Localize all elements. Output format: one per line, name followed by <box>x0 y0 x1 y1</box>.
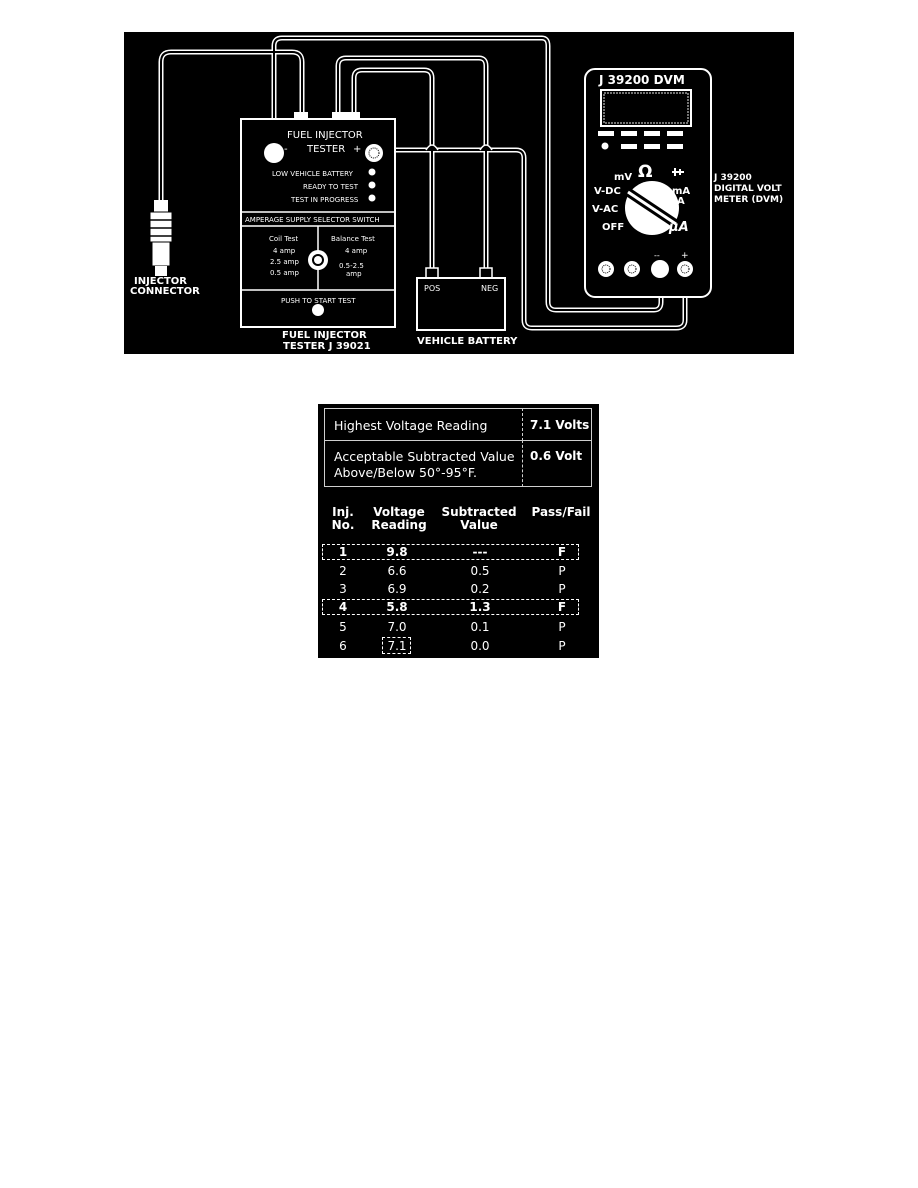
acceptable-value-label-1: Acceptable Subtracted Value <box>334 449 515 464</box>
balance-amp: 4 amp <box>345 247 368 255</box>
acceptable-value-label-2: Above/Below 50°-95°F. <box>334 465 477 480</box>
balance-range-2: amp <box>346 270 362 278</box>
dvm-side-label-1: J 39200 <box>713 173 752 183</box>
tester-cable-clamp-left <box>294 112 308 120</box>
dvm-buttons <box>598 131 683 150</box>
push-to-start-label: PUSH TO START TEST <box>281 297 356 305</box>
fail-highlight-row-4 <box>322 599 579 615</box>
dvm-ua-label: μA <box>668 220 689 235</box>
fuel-injector-tester <box>240 112 396 328</box>
highest-reading-highlight <box>382 637 411 654</box>
tester-plus-label: + <box>353 144 361 155</box>
vehicle-battery <box>416 267 506 331</box>
highest-voltage-row: Highest Voltage Reading 7.1 Volts <box>324 408 592 441</box>
dvm-ohm-label: Ω <box>638 162 652 182</box>
injector-connector-label-2: CONNECTOR <box>130 286 200 297</box>
tester-minus-label: - <box>284 144 288 155</box>
coil-amp-2: 2.5 amp <box>270 258 299 266</box>
dvm-mv-label: mV <box>614 172 632 183</box>
dvm-jack-plus-label: + <box>681 251 689 261</box>
wiring-diagram: INJECTOR CONNECTOR FUEL INJECTOR - TESTE… <box>124 32 794 354</box>
coil-amp-1: 4 amp <box>273 247 296 255</box>
tester-title-1: FUEL INJECTOR <box>287 130 363 141</box>
balance-range-1: 0.5-2.5 <box>339 262 364 270</box>
dvm-vac-label: V-AC <box>592 204 618 215</box>
dvm-a-label: A <box>677 196 685 207</box>
indicator-ready: READY TO TEST <box>303 183 359 191</box>
tester-caption-1: FUEL INJECTOR <box>282 330 367 341</box>
highest-voltage-value: 7.1 Volts <box>530 418 590 432</box>
battery-caption: VEHICLE BATTERY <box>417 336 518 347</box>
led-low-battery <box>368 168 376 176</box>
injector-connector-label-1: INJECTOR <box>134 276 187 287</box>
injector-balance-results: Highest Voltage Reading 7.1 Volts Accept… <box>318 404 599 658</box>
balance-test-label: Balance Test <box>331 235 375 243</box>
led-test-in-progress <box>368 194 376 202</box>
tester-cable-clamp-right <box>332 112 360 120</box>
battery-pos-label: POS <box>424 284 440 293</box>
dvm-jacks <box>598 260 693 278</box>
coil-amp-3: 0.5 amp <box>270 269 299 277</box>
dvm-title: J 39200 DVM <box>598 73 685 87</box>
tester-title-2: TESTER <box>306 144 345 155</box>
acceptable-value-value: 0.6 Volt <box>530 449 583 463</box>
dvm-ma-label: mA <box>672 186 690 197</box>
col-header-pass-fail: Pass/Fail <box>531 505 591 519</box>
dvm-vdc-label: V-DC <box>594 186 621 197</box>
push-to-start-button <box>312 304 324 316</box>
tester-plus-jack <box>365 144 383 162</box>
dvm-side-label-2: DIGITAL VOLT <box>714 184 783 194</box>
injector-connector <box>149 200 173 276</box>
col-header-inj: Inj.No. <box>331 505 355 532</box>
dvm-display <box>600 89 692 127</box>
tester-minus-jack <box>264 143 284 163</box>
indicator-low-battery: LOW VEHICLE BATTERY <box>272 170 354 178</box>
coil-test-label: Coil Test <box>269 235 298 243</box>
indicator-test-in-progress: TEST IN PROGRESS <box>290 196 359 204</box>
dvm-off-label: OFF <box>602 222 624 233</box>
fail-highlight-row-1 <box>322 544 579 560</box>
led-ready <box>368 181 376 189</box>
highest-voltage-label: Highest Voltage Reading <box>334 418 488 433</box>
digital-volt-meter <box>584 68 712 298</box>
dvm-jack-minus-label: -- <box>654 251 660 260</box>
battery-neg-label: NEG <box>481 284 498 293</box>
diode-icon <box>672 168 684 176</box>
tester-caption-2: TESTER J 39021 <box>283 341 371 352</box>
selector-switch-label: AMPERAGE SUPPLY SELECTOR SWITCH <box>245 216 380 224</box>
acceptable-value-row: Acceptable Subtracted Value Above/Below … <box>324 440 592 487</box>
dvm-side-label-3: METER (DVM) <box>714 195 783 205</box>
